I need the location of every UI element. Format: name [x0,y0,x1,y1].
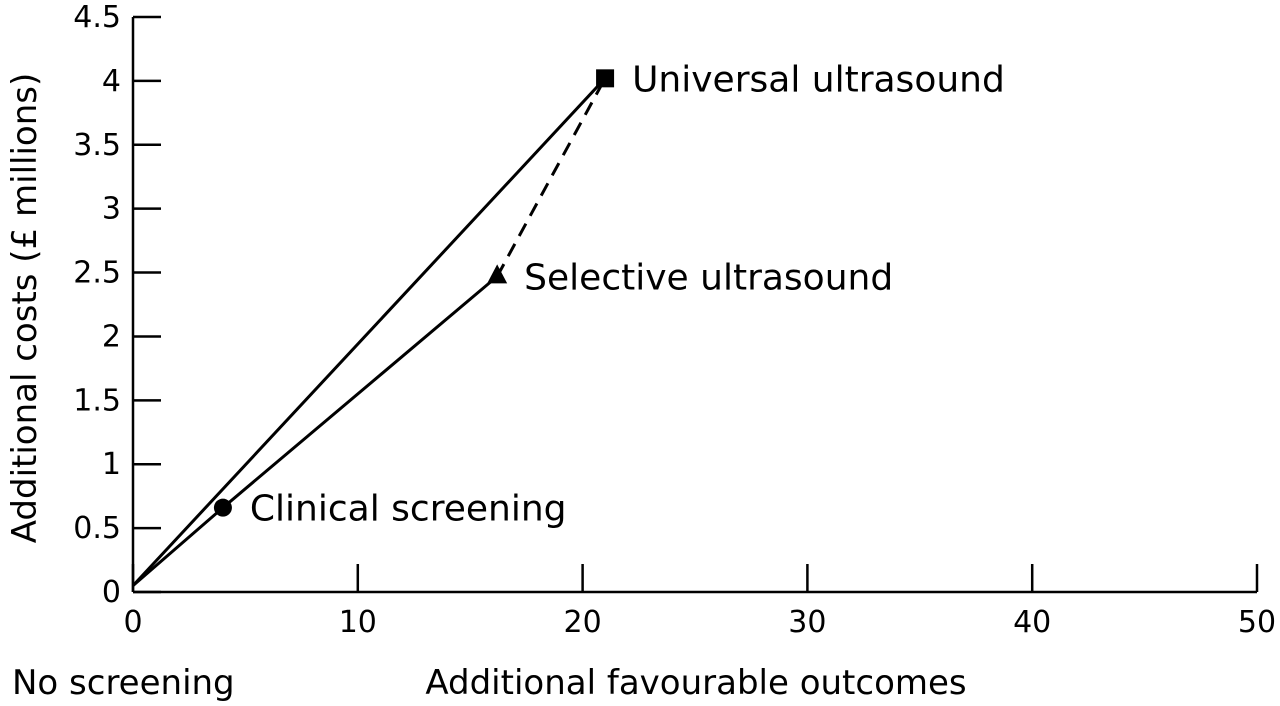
marker-universal-ultrasound [596,69,615,88]
y-tick-label-3: 3 [102,192,121,227]
y-tick-label-1: 1 [102,447,121,482]
segment-selective-ultrasound-to-universal-ultrasound [495,77,607,278]
segment-clinical-screening-to-selective-ultrasound [221,275,499,509]
axes [131,17,1257,594]
y-tick-label-4: 4 [102,64,121,99]
marker-clinical-screening [213,498,232,517]
x-tick-label-30: 30 [788,605,826,640]
x-tick-label-40: 40 [1013,605,1051,640]
y-tick-label-0: 0 [102,575,121,610]
x-ticks: 0 10 20 30 40 50 [123,564,1276,640]
segment-no-screening-to-clinical-screening [132,506,224,587]
point-markers [213,69,615,517]
y-tick-label-1-5: 1.5 [73,383,121,418]
series-lines [131,77,607,587]
y-tick-label-3-5: 3.5 [73,128,121,163]
label-clinical-screening: Clinical screening [250,489,567,530]
x-tick-label-0: 0 [123,605,142,640]
y-ticks: 0 0.5 1 1.5 2 2.5 3 3.5 4 4.5 [73,0,161,610]
x-tick-label-50: 50 [1238,605,1276,640]
point-labels: Clinical screening Selective ultrasound Un… [250,59,1005,529]
segment-no-screening-to-universal-ultrasound [131,77,607,587]
x-tick-label-10: 10 [339,605,377,640]
label-universal-ultrasound: Universal ultrasound [632,59,1005,100]
marker-selective-ultrasound [487,264,508,284]
origin-label: No screening [12,663,235,703]
y-tick-label-0-5: 0.5 [73,511,121,546]
y-tick-label-2: 2 [102,319,121,354]
x-axis-label: Additional favourable outcomes [425,663,966,703]
x-tick-label-20: 20 [564,605,602,640]
y-axis-label: Additional costs (£ millions) [5,73,45,544]
y-tick-label-4-5: 4.5 [73,0,121,35]
label-selective-ultrasound: Selective ultrasound [524,257,893,298]
y-tick-label-2-5: 2.5 [73,256,121,291]
